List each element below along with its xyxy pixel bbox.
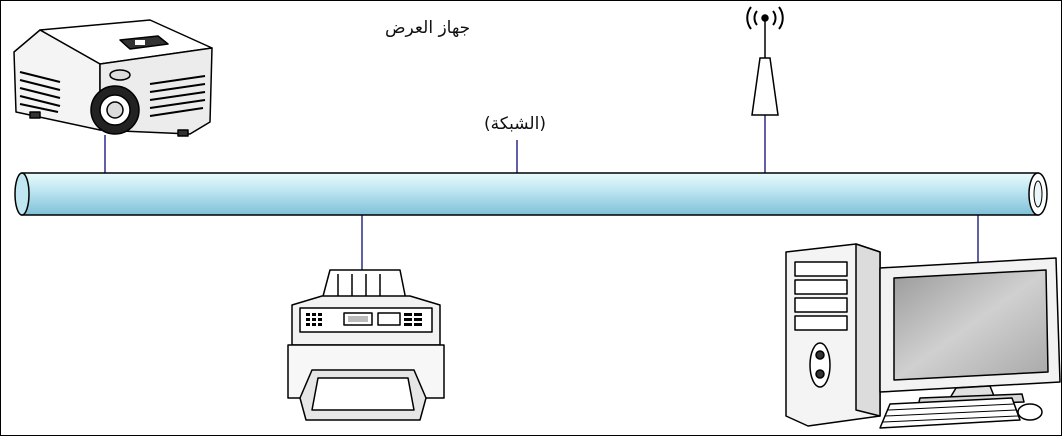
projector-label: جهاز العرض [385, 18, 471, 38]
projector-icon [13, 19, 213, 137]
network-label: (الشبكة) [484, 114, 546, 134]
wireless-access-point-icon [746, 6, 784, 116]
printer-icon [287, 269, 445, 421]
connector-lines [104, 115, 979, 272]
desktop-computer-icon [785, 243, 1061, 429]
network-pipe [14, 172, 1048, 216]
